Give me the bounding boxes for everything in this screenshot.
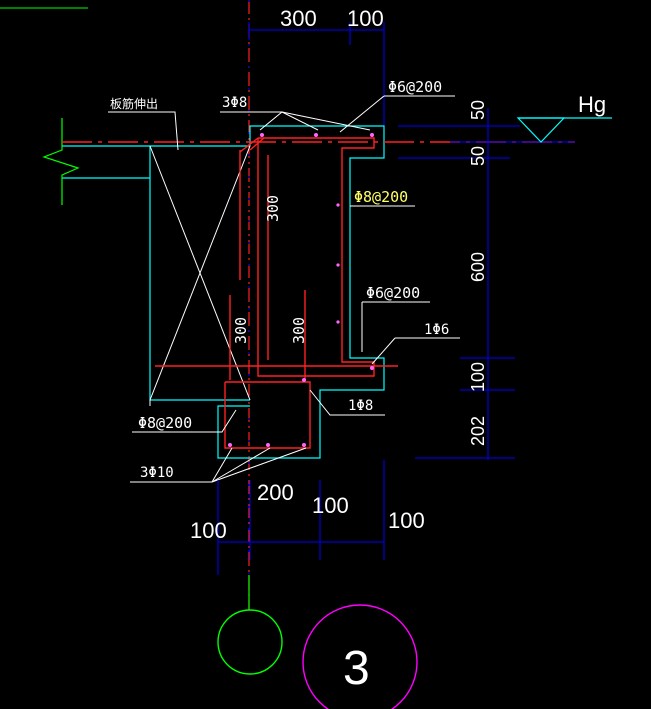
dim-bot-100-b: 100 — [312, 493, 349, 518]
break-line — [42, 118, 80, 205]
right-dim-50a: 50 — [468, 100, 488, 120]
mid-bar-label: 1Φ8 — [348, 398, 373, 414]
top-dimension: 300 100 — [248, 6, 385, 130]
top-bars-label: 3Φ8 — [222, 95, 247, 111]
dim-top-100: 100 — [347, 6, 384, 31]
dim-top-300: 300 — [280, 6, 317, 31]
right-dim-100: 100 — [468, 362, 488, 392]
ledge-bar-label: 1Φ6 — [424, 322, 449, 338]
side-stirrup-label: Φ8@200 — [354, 188, 408, 206]
wall-cross — [149, 145, 251, 406]
bottom-bars-label: 3Φ10 — [140, 465, 174, 481]
axis-bubble-magenta — [302, 604, 418, 709]
level-mark-label: Hg — [578, 92, 606, 117]
leader-lines — [108, 95, 460, 483]
inner-dim-300-c: 300 — [290, 317, 308, 344]
axis-bubble-green — [217, 609, 283, 675]
inner-dim-300-a: 300 — [264, 195, 282, 222]
rebar — [62, 137, 575, 449]
right-dim-600: 600 — [468, 252, 488, 282]
right-dim-202: 202 — [468, 416, 488, 446]
slab-rebar-label: 板筋伸出 — [110, 96, 158, 111]
dim-bot-100-c: 100 — [388, 508, 425, 533]
top-stirrup-label: Φ6@200 — [388, 78, 442, 96]
bottom-dimension — [217, 460, 385, 575]
dim-200: 200 — [257, 480, 294, 505]
right-dimension — [398, 108, 575, 460]
level-mark — [516, 117, 612, 143]
inner-dim-300-b: 300 — [232, 317, 250, 344]
right-dim-50b: 50 — [468, 146, 488, 166]
rebar-dots — [228, 133, 374, 447]
axis-number: 3 — [343, 642, 370, 695]
slab-outline — [62, 145, 250, 179]
ledge-stirrup-label: Φ6@200 — [366, 284, 420, 302]
dim-bot-100-a: 100 — [190, 518, 227, 543]
bottom-stirrup-label: Φ8@200 — [138, 414, 192, 432]
